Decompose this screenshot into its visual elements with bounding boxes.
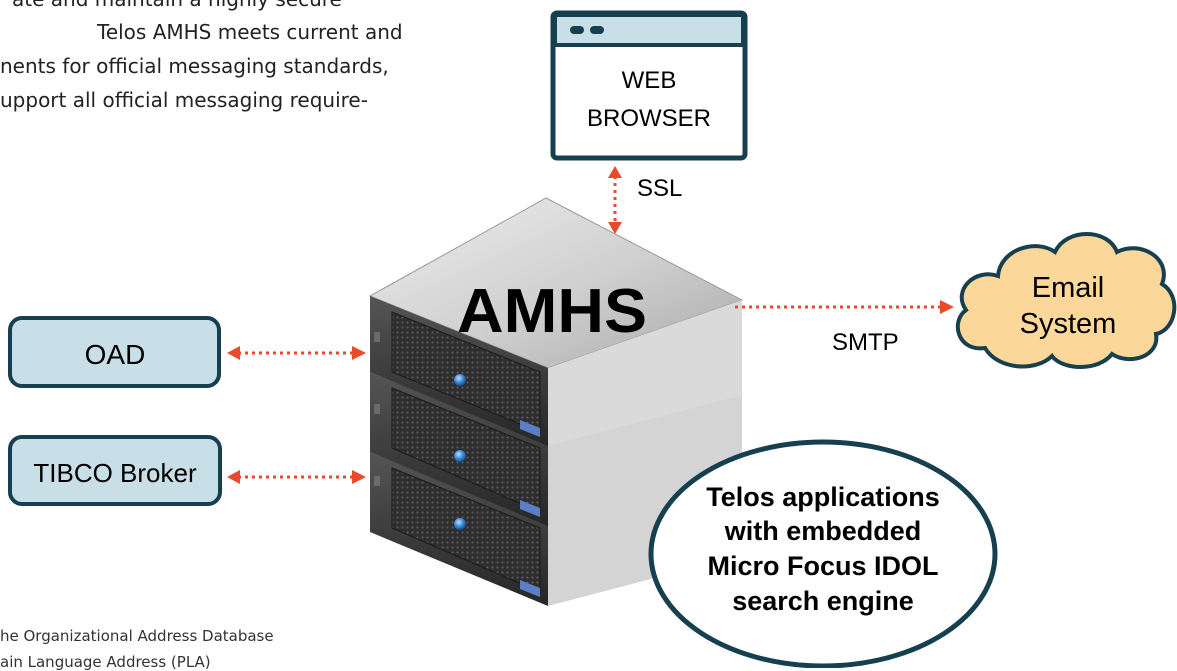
footnote-line2: ain Language Address (PLA) (0, 653, 211, 671)
web-browser-label-line2: BROWSER (587, 105, 711, 132)
intro-text-line2: Telos AMHS meets current and (97, 20, 403, 44)
telos-bubble-line3: Micro Focus IDOL (707, 551, 938, 581)
tibco-connector (227, 470, 366, 484)
email-system-label-line1: Email (1032, 272, 1105, 304)
web-browser-window: WEB BROWSER (550, 10, 748, 161)
telos-bubble-line4: search engine (732, 586, 914, 616)
server-unit-top (368, 197, 744, 446)
amhs-label: AMHS (457, 277, 647, 346)
telos-bubble-line2: with embedded (724, 516, 922, 546)
tibco-broker-box: TIBCO Broker (8, 435, 222, 506)
oad-connector (227, 346, 366, 360)
tibco-broker-label: TIBCO Broker (33, 458, 197, 488)
intro-text-line4: upport all official messaging require- (0, 88, 368, 112)
smtp-label: SMTP (832, 329, 899, 356)
oad-label: OAD (85, 339, 146, 370)
telos-applications-bubble: Telos applications with embedded Micro F… (648, 439, 998, 668)
intro-text-line3: nents for official messaging standards, (0, 54, 389, 78)
email-system-cloud: Email System (955, 232, 1177, 369)
telos-bubble-line1: Telos applications (706, 482, 940, 512)
intro-text-line1: ate and maintain a highly secure (12, 0, 342, 13)
ssl-label: SSL (637, 175, 682, 202)
smtp-connector (735, 300, 954, 314)
web-browser-label-line1: WEB (622, 67, 677, 94)
server-stack (368, 197, 744, 606)
footnote-line1: he Organizational Address Database (0, 627, 274, 645)
window-control-dot (570, 26, 584, 34)
oad-box: OAD (8, 316, 221, 388)
window-control-dot (590, 26, 604, 34)
email-system-label-line2: System (1020, 308, 1117, 340)
ssl-connector (608, 166, 622, 234)
